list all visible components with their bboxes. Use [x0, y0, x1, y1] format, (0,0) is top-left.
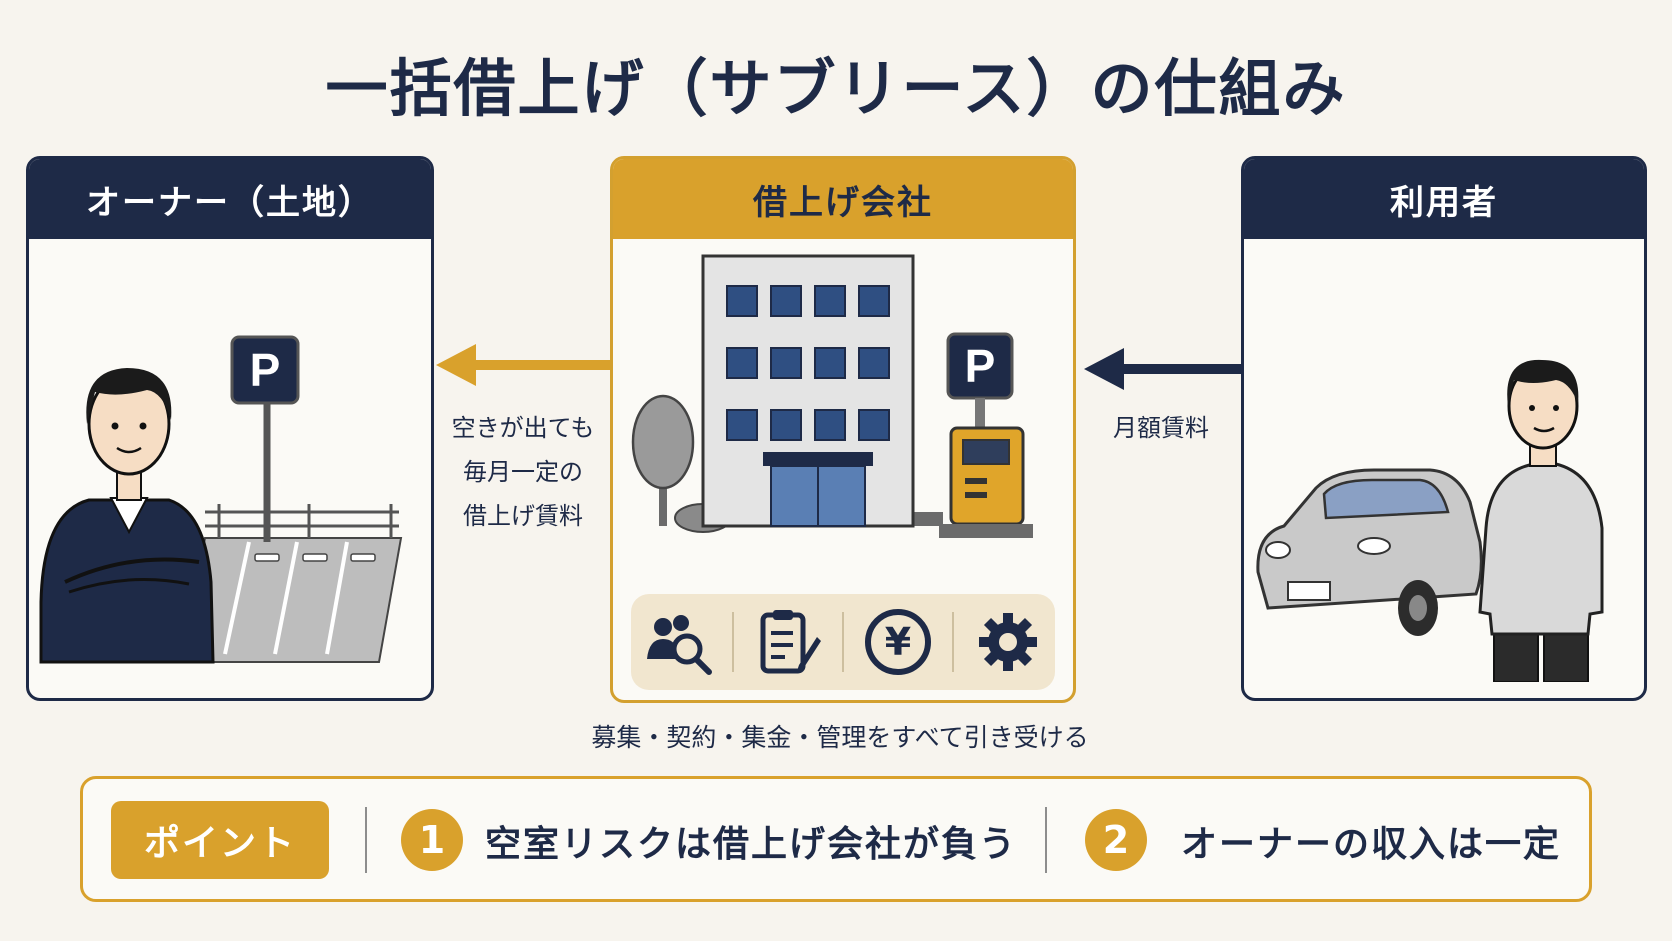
user-panel: 利用者	[1241, 156, 1647, 701]
divider	[1045, 807, 1047, 873]
divider	[365, 807, 367, 873]
point-number-2: 2	[1085, 809, 1147, 871]
page-title: 一括借上げ（サブリース）の仕組み	[325, 52, 1347, 125]
user-heading: 利用者	[1244, 159, 1644, 239]
parking-meter-icon	[939, 426, 1033, 538]
owner-panel: オーナー（土地） P	[26, 156, 434, 701]
services-strip: ¥	[631, 594, 1055, 690]
owner-illustration: P	[39, 335, 403, 664]
people-search-icon	[638, 602, 718, 682]
car-icon	[1256, 468, 1483, 636]
point-text-1: 空室リスクは借上げ会社が負う	[485, 824, 1018, 865]
office-building-icon	[701, 254, 943, 528]
arrow-user-to-company	[1084, 348, 1242, 390]
user-flow-label: 月額賃料	[1113, 414, 1209, 442]
company-illustration: P	[631, 254, 1033, 538]
arrow-company-to-owner	[436, 344, 612, 386]
owner-parking-sign-label: P	[250, 344, 281, 396]
company-caption: 募集・契約・集金・管理をすべて引き受ける	[591, 723, 1089, 752]
owner-person-icon	[39, 368, 215, 664]
company-heading: 借上げ会社	[613, 159, 1073, 239]
clipboard-icon	[748, 602, 828, 682]
gear-icon	[968, 602, 1048, 682]
user-person-icon	[1478, 359, 1604, 682]
points-bar: ポイント 1 空室リスクは借上げ会社が負う 2 オーナーの収入は一定	[80, 776, 1592, 902]
yen-icon: ¥	[858, 602, 938, 682]
point-number-1: 1	[401, 809, 463, 871]
company-parking-sign-label: P	[965, 340, 996, 392]
company-panel: 借上げ会社 P	[610, 156, 1076, 703]
owner-heading: オーナー（土地）	[29, 159, 431, 239]
point-text-2: オーナーの収入は一定	[1181, 824, 1562, 865]
parking-sign-icon	[230, 335, 300, 405]
user-illustration	[1256, 359, 1604, 682]
point-badge: ポイント	[111, 801, 329, 879]
svg-text:¥: ¥	[885, 620, 911, 664]
owner-flow-label: 空きが出ても 毎月一定の 借上げ賃料	[451, 414, 595, 530]
